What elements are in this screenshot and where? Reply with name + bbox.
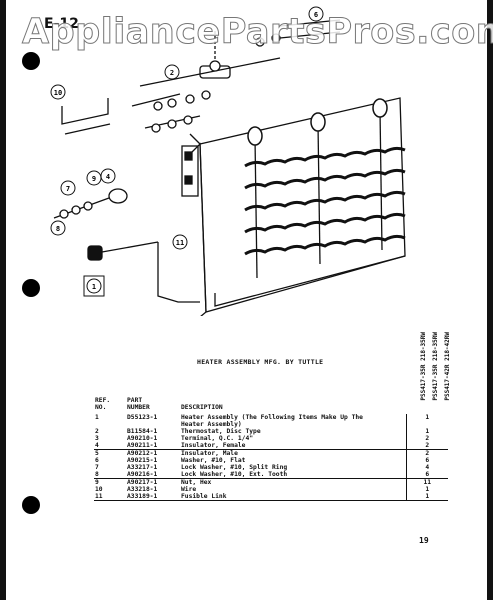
scan-edge-right: [487, 0, 493, 600]
table-row: 2 B11584-1 Thermostat, Disc Type 1: [94, 428, 448, 435]
insulator-female: [108, 188, 128, 204]
terminal-plate: [181, 145, 199, 197]
inset-box: [83, 275, 105, 297]
callout-6: 6: [308, 6, 324, 22]
heater-coils: [244, 146, 406, 256]
header-ref: REF.NO.: [95, 397, 111, 411]
table-row: 4 A90211-1 Insulator, Female 2: [94, 442, 448, 450]
table-row: 8 A90216-1 Lock Washer, #10, Ext. Tooth …: [94, 471, 448, 479]
table-row: 9 A90217-1 Nut, Hex 11: [94, 478, 448, 486]
svg-text:1: 1: [92, 283, 96, 291]
callout-11: 11: [172, 234, 188, 250]
model-label-3: PSS417-42R 218-42RW: [444, 332, 451, 401]
callout-4: 4: [100, 168, 116, 184]
callout-2: 2: [164, 64, 180, 80]
frame-side-bracket: [187, 142, 207, 316]
svg-text:9: 9: [92, 175, 96, 183]
page-number: 19: [419, 536, 429, 545]
svg-text:11: 11: [176, 239, 184, 247]
binder-hole-top: [22, 52, 40, 70]
table-row: 1 D55123-1 Heater Assembly (The Followin…: [94, 414, 448, 428]
exploded-diagram: 10 2 6 7 9 4 8 11 1: [50, 6, 406, 316]
fusible-link: [87, 245, 103, 261]
heater-frame: [199, 97, 406, 313]
table-row: 3 A90210-1 Terminal, Q.C. 1/4" 2: [94, 435, 448, 442]
callout-8: 8: [50, 220, 66, 236]
binder-hole-middle: [22, 279, 40, 297]
callout-7: 7: [60, 180, 76, 196]
svg-text:4: 4: [106, 173, 110, 181]
svg-text:6: 6: [314, 11, 318, 19]
svg-text:7: 7: [66, 185, 70, 193]
svg-text:8: 8: [56, 225, 60, 233]
table-row: 11 A33189-1 Fusible Link 1: [94, 493, 448, 501]
model-columns: PSS417-35R 218-35RW PSS417-35R 218-35RW …: [418, 332, 466, 401]
svg-text:2: 2: [170, 69, 174, 77]
assembly-caption: HEATER ASSEMBLY MFG. BY TUTTLE: [197, 358, 324, 366]
bolt-10: [64, 123, 111, 135]
watermark: AppliancePartsPros.com: [22, 12, 493, 53]
callout-9: 9: [86, 170, 102, 186]
page-code: E-12: [44, 16, 79, 32]
table-row: 6 A90215-1 Washer, #10, Flat 6: [94, 457, 448, 464]
header-description: DESCRIPTION: [181, 404, 223, 411]
callout-1: 1: [86, 278, 102, 294]
svg-text:10: 10: [54, 89, 62, 97]
table-row: 5 A90212-1 Insulator, Male 2: [94, 449, 448, 457]
model-label-2: PSS417-35R 218-35RW: [432, 332, 439, 401]
scan-edge-left: [0, 0, 6, 600]
model-label-1: PSS417-35R 218-35RW: [420, 332, 427, 401]
binder-hole-bottom: [22, 496, 40, 514]
table-row: 7 A33217-1 Lock Washer, #10, Split Ring …: [94, 464, 448, 471]
callout-10: 10: [50, 84, 66, 100]
table-row: 10 A33218-1 Wire 1: [94, 486, 448, 493]
